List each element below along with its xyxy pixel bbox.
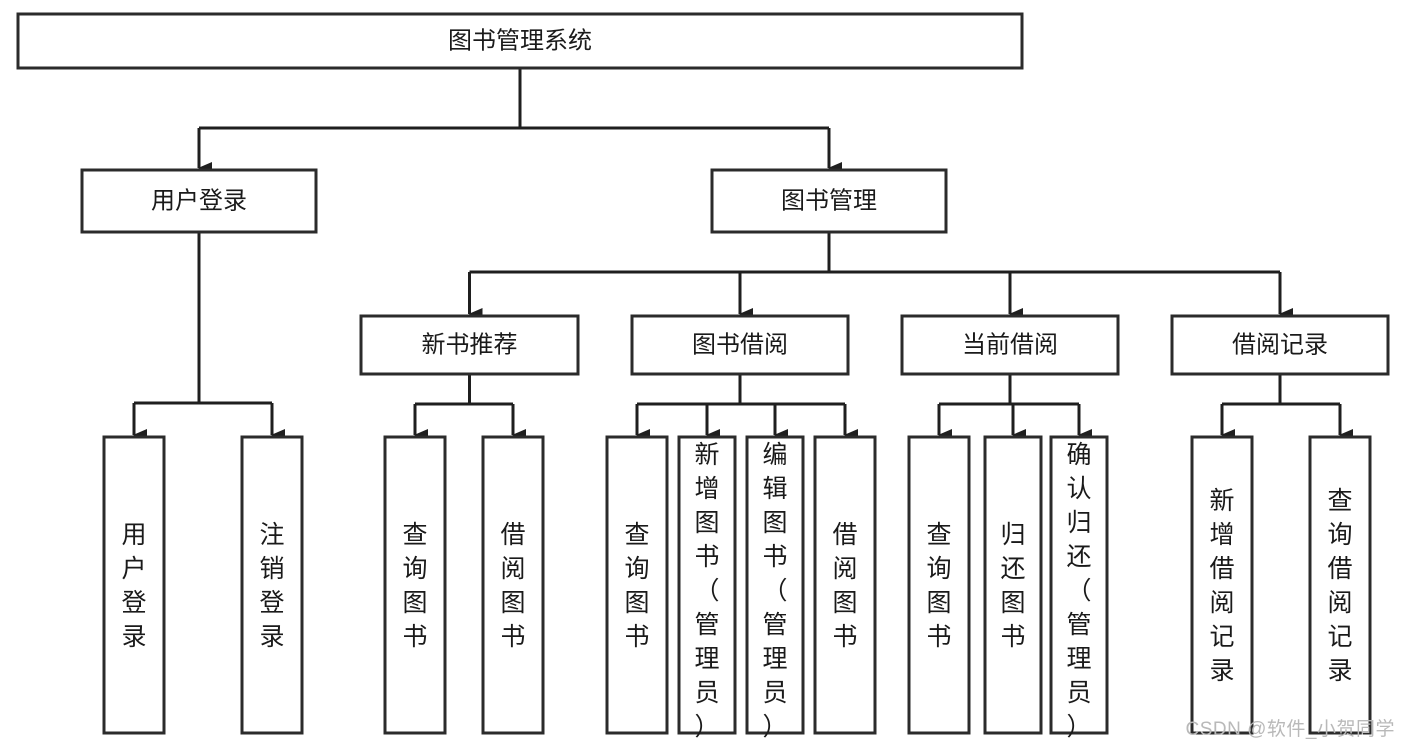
root-node-book-management-system-label: 图书管理系统 [448,27,592,54]
level3-node-book-borrow[interactable]: 图书借阅 [630,314,850,376]
level3-node-borrow-record-label: 借阅记录 [1232,331,1328,358]
leaf-node-leaf-query-book-3[interactable]: 查询图书 [907,435,971,735]
leaf-node-leaf-confirm-return-label: 确认归还（管理员） [1066,441,1091,741]
level2-node-book-manage-label: 图书管理 [781,187,877,214]
leaf-node-leaf-add-record-label: 新增借阅记录 [1209,487,1234,685]
leaf-node-leaf-user-login[interactable]: 用户登录 [102,435,166,735]
leaf-node-leaf-add-record[interactable]: 新增借阅记录 [1190,435,1254,735]
level2-node-book-manage[interactable]: 图书管理 [710,168,948,234]
leaf-node-leaf-user-login-label: 用户登录 [121,521,146,651]
level3-node-new-book-recommend-label: 新书推荐 [422,331,518,358]
level2-node-user-login-label: 用户登录 [151,187,247,214]
root-node-book-management-system[interactable]: 图书管理系统 [16,12,1024,70]
connector-layer [132,68,1353,441]
leaf-node-leaf-borrow-book-2-label: 借阅图书 [832,521,857,651]
leaf-node-leaf-borrow-book-1-label: 借阅图书 [500,521,525,651]
leaf-node-leaf-query-book-3-label: 查询图书 [926,521,951,651]
level2-node-user-login[interactable]: 用户登录 [80,168,318,234]
leaf-node-leaf-return-book[interactable]: 归还图书 [983,435,1043,735]
leaf-node-leaf-add-book[interactable]: 新增图书（管理员） [677,435,737,741]
leaf-node-leaf-query-book-2-label: 查询图书 [624,521,649,651]
level3-node-current-borrow-label: 当前借阅 [962,331,1058,358]
leaf-node-leaf-add-book-label: 新增图书（管理员） [694,441,719,741]
leaf-node-leaf-query-record[interactable]: 查询借阅记录 [1308,435,1372,735]
level3-node-borrow-record[interactable]: 借阅记录 [1170,314,1390,376]
leaf-node-leaf-query-book-2[interactable]: 查询图书 [605,435,669,735]
leaf-node-leaf-borrow-book-1[interactable]: 借阅图书 [481,435,545,735]
leaf-node-leaf-return-book-label: 归还图书 [1000,521,1025,651]
leaf-node-leaf-logout-label: 注销登录 [259,521,284,651]
watermark-text: CSDN @软件_小贺同学 [1185,719,1395,740]
leaf-node-leaf-query-book-1-label: 查询图书 [402,521,427,651]
leaf-node-leaf-confirm-return[interactable]: 确认归还（管理员） [1049,435,1109,741]
leaf-node-leaf-borrow-book-2[interactable]: 借阅图书 [813,435,877,735]
leaf-node-leaf-edit-book[interactable]: 编辑图书（管理员） [745,435,805,741]
leaf-node-leaf-logout[interactable]: 注销登录 [240,435,304,735]
level3-node-book-borrow-label: 图书借阅 [692,331,788,358]
level3-node-current-borrow[interactable]: 当前借阅 [900,314,1120,376]
level3-node-new-book-recommend[interactable]: 新书推荐 [359,314,580,376]
leaf-node-leaf-edit-book-label: 编辑图书（管理员） [762,441,787,741]
leaf-node-leaf-query-record-label: 查询借阅记录 [1327,487,1352,685]
leaf-node-leaf-query-book-1[interactable]: 查询图书 [383,435,447,735]
node-layer: 图书管理系统用户登录图书管理新书推荐图书借阅当前借阅借阅记录用户登录注销登录查询… [16,12,1390,741]
